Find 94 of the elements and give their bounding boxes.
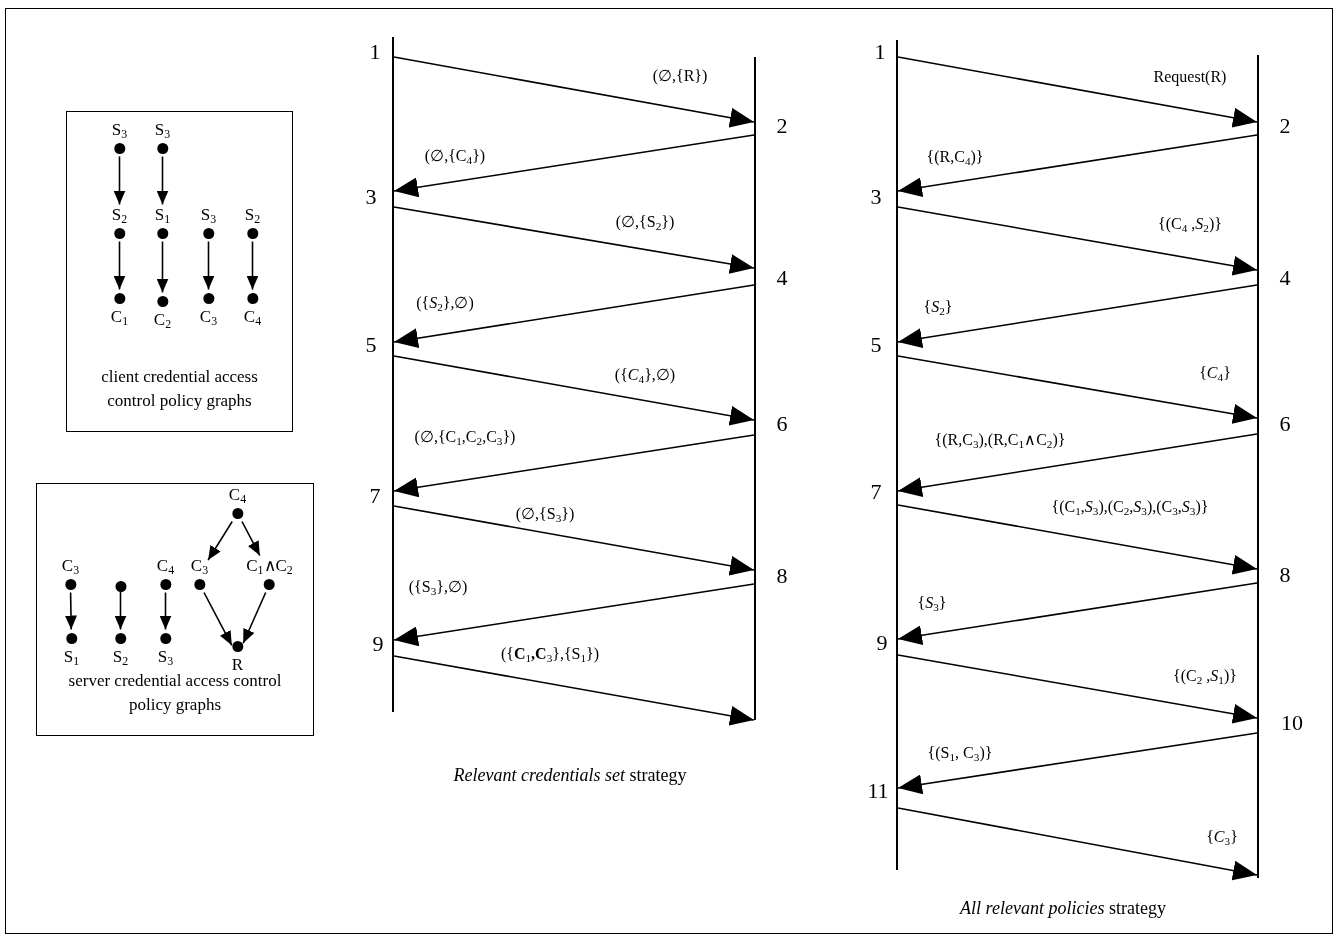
edge-label: (∅,{S$_{3}$}) [513, 504, 577, 524]
node-label: S$_{2}$ [111, 204, 128, 225]
graph-panel [66, 111, 293, 432]
node-label: C$_{3}$ [190, 555, 209, 576]
edge-label: {C$_{4}$} [1197, 363, 1233, 383]
arrow [393, 56, 755, 128]
diagram-caption: All relevant policies strategy [960, 897, 1166, 919]
node-label: C$_{3}$ [199, 306, 218, 327]
arrow [393, 355, 755, 426]
step-number: 9 [876, 631, 888, 655]
edge-label: ({S$_{3}$},∅) [406, 577, 470, 597]
arrow [241, 520, 261, 557]
step-number: 6 [776, 412, 788, 436]
step-number: 2 [1279, 114, 1291, 138]
node-label: S$_{2}$ [244, 204, 261, 225]
step-number: 11 [867, 779, 889, 803]
lifeline [754, 57, 756, 720]
node-label: C$_{3}$ [61, 555, 80, 576]
arrow [393, 655, 755, 726]
arrow [156, 240, 169, 294]
arrow [393, 134, 755, 198]
arrow [897, 582, 1258, 646]
step-number: 7 [870, 480, 882, 504]
edge-label: ({C$_{4}$},∅) [612, 365, 678, 385]
graph-panel [36, 483, 314, 736]
diagram-caption: Relevant credentials set strategy [453, 764, 687, 786]
node-label: C$_{4}$ [156, 555, 175, 576]
step-number: 2 [776, 114, 788, 138]
step-number: 7 [369, 484, 381, 508]
arrow [897, 504, 1258, 575]
arrow [393, 284, 755, 349]
arrow [393, 583, 755, 647]
arrow [242, 591, 267, 644]
step-number: 5 [870, 333, 882, 357]
arrow [202, 240, 215, 291]
step-number: 9 [372, 632, 384, 656]
arrow [897, 56, 1258, 128]
edge-label: ({C$_{1}$,C$_{3}$},{S$_{1}$}) [498, 644, 602, 664]
node-label: C$_{4}$ [243, 306, 262, 327]
lifeline [392, 37, 394, 712]
arrow [897, 807, 1258, 881]
step-number: 1 [874, 40, 886, 64]
arrow [113, 240, 126, 291]
step-number: 8 [1279, 563, 1291, 587]
edge-label: (∅,{C$_{4}$}) [422, 146, 488, 166]
node-label: C$_{1}$∧C$_{2}$ [246, 555, 293, 576]
lifeline [1257, 55, 1259, 878]
node-label: S$_{3}$ [111, 119, 128, 140]
arrow [897, 134, 1258, 198]
lifeline [896, 40, 898, 870]
step-number: 10 [1281, 711, 1303, 735]
arrow [156, 155, 169, 206]
arrow [64, 591, 77, 631]
edge-label: {(C$_{2}$ ,S$_{1}$)} [1171, 666, 1239, 686]
arrow [897, 732, 1258, 795]
arrow [393, 434, 755, 498]
arrow [897, 433, 1258, 498]
arrow [113, 155, 126, 206]
node-label: S$_{1}$ [154, 204, 171, 225]
arrow [393, 505, 755, 576]
arrow [159, 591, 172, 631]
edge-label: Request(R) [1151, 67, 1229, 87]
node-label: C$_{2}$ [153, 309, 172, 330]
arrow [246, 240, 259, 291]
arrow [897, 284, 1258, 349]
arrow [393, 206, 755, 274]
step-number: 4 [1279, 266, 1291, 290]
arrow [897, 654, 1258, 724]
step-number: 5 [365, 333, 377, 357]
step-number: 8 [776, 564, 788, 588]
step-number: 4 [776, 266, 788, 290]
node-label: C$_{1}$ [110, 306, 129, 327]
step-number: 3 [870, 185, 882, 209]
edge-label: (∅,{S$_{2}$}) [613, 212, 677, 232]
step-number: 6 [1279, 412, 1291, 436]
node-label: S$_{2}$ [112, 646, 129, 667]
node-label: S$_{3}$ [154, 119, 171, 140]
arrow [114, 590, 127, 631]
edge-label: ({S$_{2}$},∅) [414, 293, 476, 313]
arrow [207, 520, 233, 561]
node-label: S$_{3}$ [157, 646, 174, 667]
edge-label: (∅,{R}) [650, 66, 710, 86]
panel-caption: client credential access control policy graphs [100, 366, 259, 412]
node-label: S$_{1}$ [63, 646, 80, 667]
node-label: S$_{3}$ [200, 204, 217, 225]
edge-label: {C$_{3}$} [1204, 827, 1240, 847]
arrow [897, 355, 1258, 424]
arrow [203, 591, 233, 647]
edge-label: {(C$_{4}$ ,S$_{2}$)} [1156, 214, 1224, 234]
arrow [897, 206, 1258, 276]
step-number: 3 [365, 185, 377, 209]
edge-label: (∅,{C$_{1}$,C$_{2}$,C$_{3}$}) [412, 427, 518, 447]
step-number: 1 [369, 40, 381, 64]
node-label: C$_{4}$ [228, 484, 247, 505]
